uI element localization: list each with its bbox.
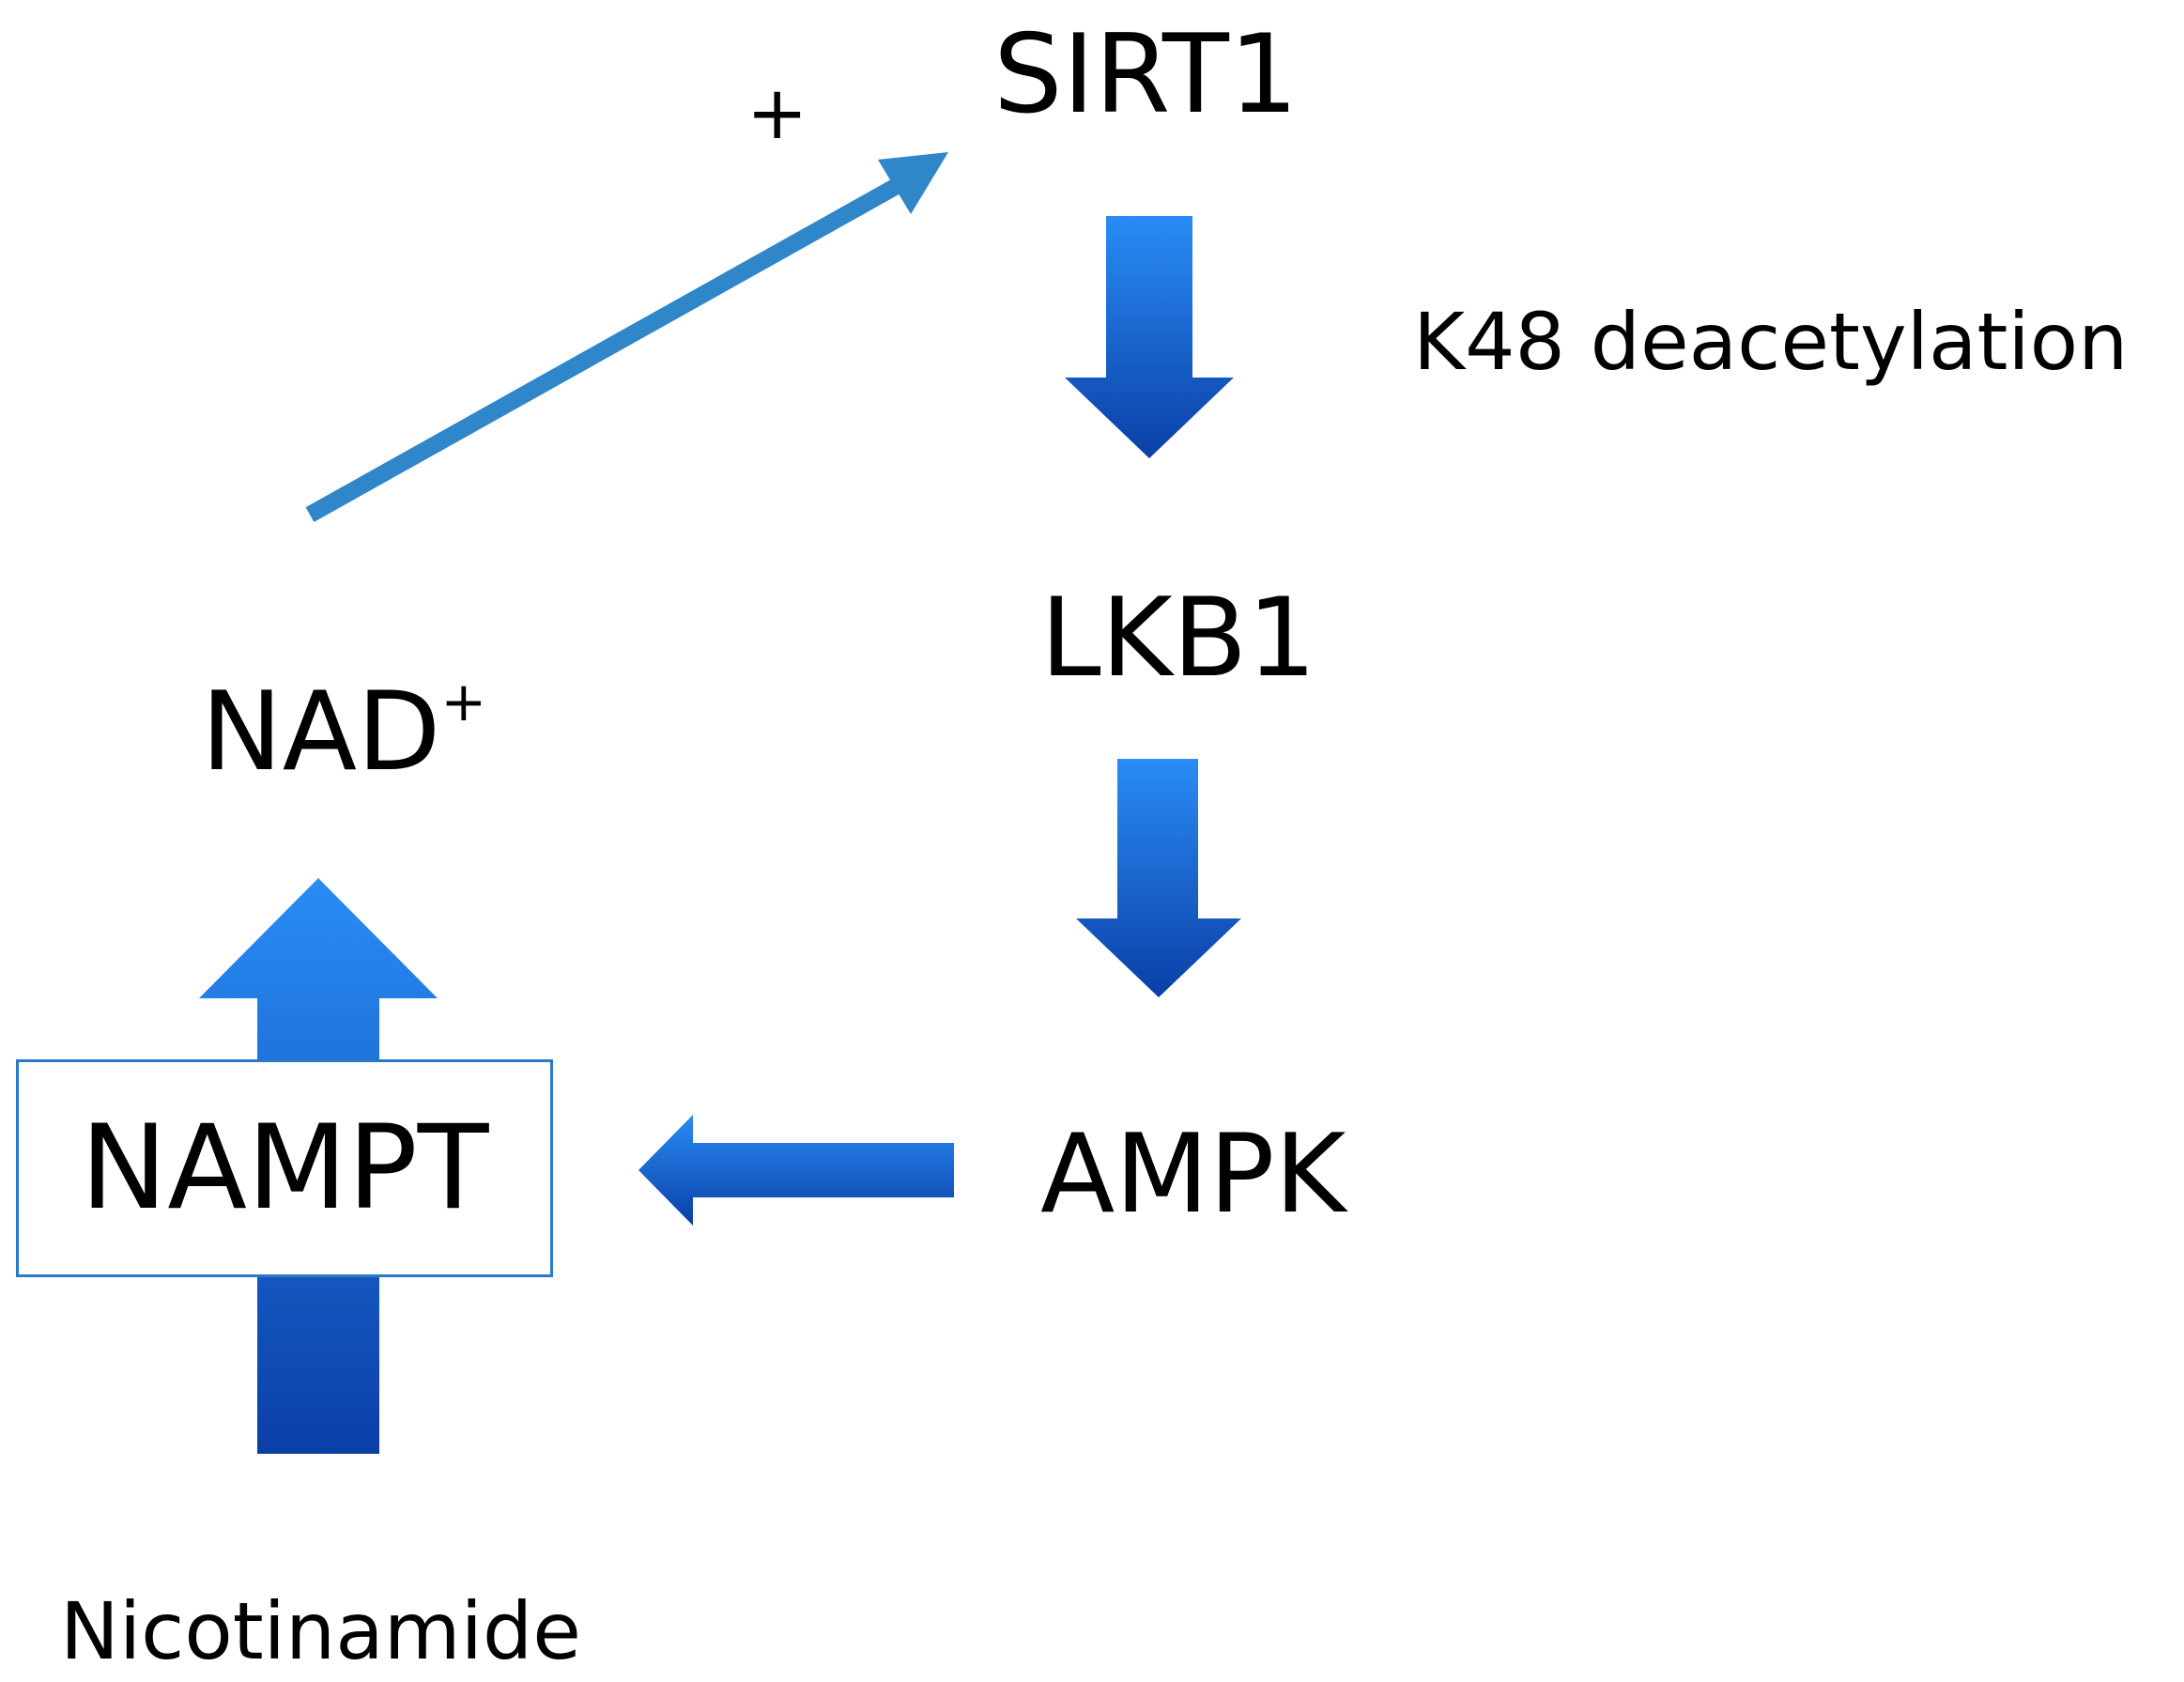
- sirt1-label: SIRT1: [993, 11, 1299, 138]
- ampk-label: AMPK: [1040, 1111, 1346, 1238]
- nicotinamide-label: Nicotinamide: [60, 1585, 581, 1677]
- plus-sign: +: [746, 71, 808, 156]
- k48-deacetylation-label: K48 deacetylation: [1413, 296, 2129, 388]
- nampt-label: NAMPT: [80, 1101, 489, 1236]
- nad-base-text: NAD: [201, 669, 441, 795]
- arrow-lkb1-to-ampk: [1076, 759, 1241, 997]
- activation-arrowhead: [878, 152, 948, 214]
- nad-label: NAD+: [201, 674, 486, 787]
- arrow-sirt1-to-lkb1: [1065, 216, 1234, 458]
- arrow-ampk-to-nampt: [638, 1115, 954, 1226]
- nampt-box: NAMPT: [16, 1059, 553, 1277]
- lkb1-label: LKB1: [1040, 575, 1317, 702]
- nad-superscript: +: [440, 669, 487, 733]
- activation-arrow-line: [305, 178, 901, 522]
